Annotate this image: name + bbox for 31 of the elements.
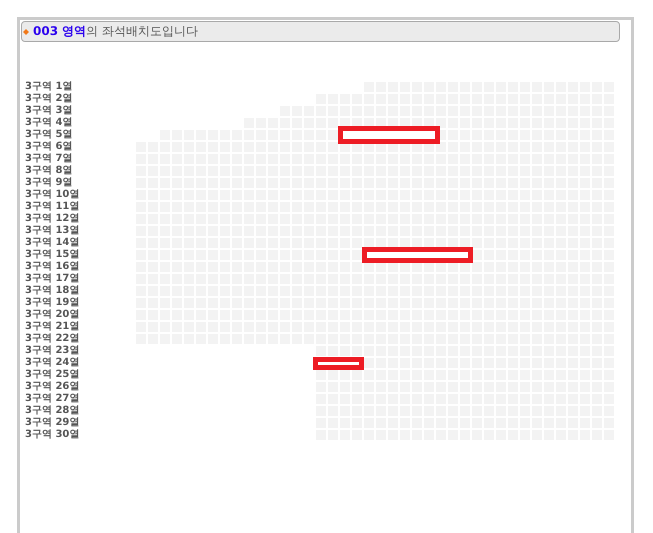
row-label: 3구역 20열 [25,309,80,321]
row-label: 3구역 4열 [25,117,72,129]
row-label: 3구역 28열 [25,405,80,417]
row-label: 3구역 27열 [25,393,80,405]
row-label: 3구역 25열 [25,369,80,381]
row-label: 3구역 8열 [25,165,72,177]
row-label: 3구역 11열 [25,201,80,213]
row-label: 3구역 10열 [25,189,80,201]
row-label: 3구역 12열 [25,213,80,225]
row-label: 3구역 30열 [25,429,80,441]
row-label: 3구역 5열 [25,129,72,141]
row-label: 3구역 18열 [25,285,80,297]
row-label: 3구역 19열 [25,297,80,309]
row-label: 3구역 2열 [25,93,72,105]
row-label: 3구역 16열 [25,261,80,273]
row-label: 3구역 14열 [25,237,80,249]
row-label: 3구역 1열 [25,81,72,93]
row-label: 3구역 21열 [25,321,80,333]
row-label: 3구역 17열 [25,273,80,285]
row-label: 3구역 15열 [25,249,80,261]
row-label: 3구역 3열 [25,105,72,117]
row-label: 3구역 13열 [25,225,80,237]
row-label: 3구역 6열 [25,141,72,153]
row-label: 3구역 9열 [25,177,72,189]
row-label: 3구역 29열 [25,417,80,429]
row-label: 3구역 23열 [25,345,80,357]
row-label: 3구역 26열 [25,381,80,393]
row-label: 3구역 7열 [25,153,72,165]
row-label: 3구역 22열 [25,333,80,345]
section-title: 003 영역의 좌석배치도입니다 [33,23,198,40]
row-label: 3구역 24열 [25,357,80,369]
